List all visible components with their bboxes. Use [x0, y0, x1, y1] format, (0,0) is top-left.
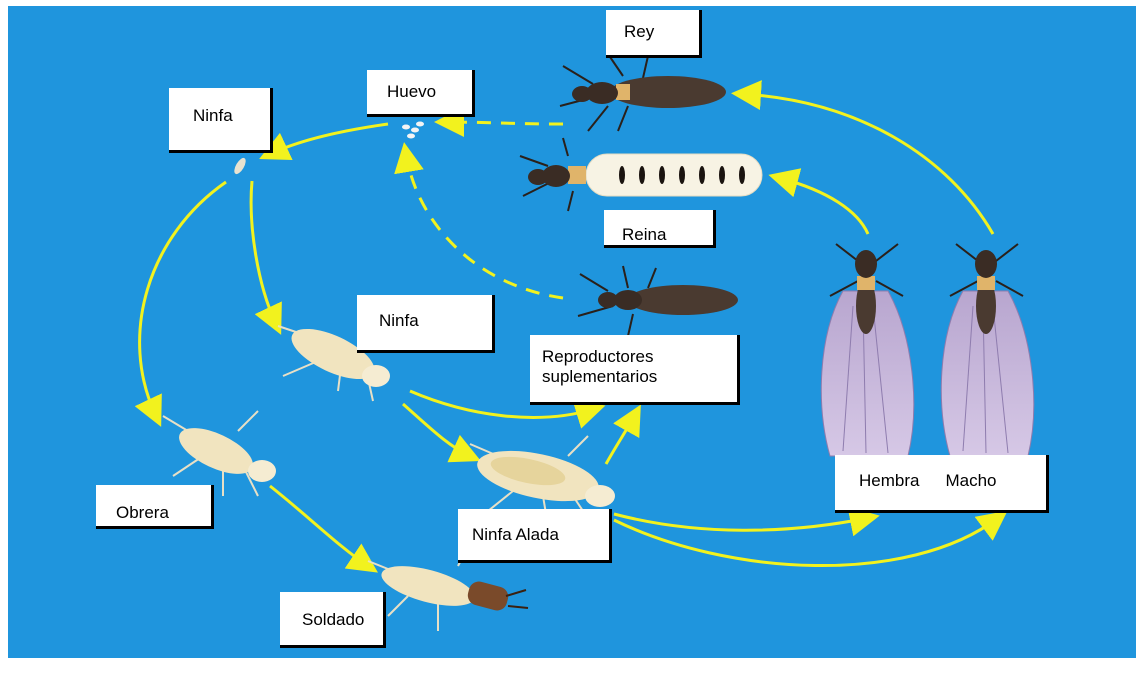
label-hembra-text: Hembra [859, 471, 919, 490]
label-ninfa-top-text: Ninfa [193, 106, 233, 125]
small-nymph-figure [232, 156, 248, 176]
label-obrera: Obrera [96, 485, 214, 529]
queen-termite-figure [520, 138, 762, 211]
winged-male-figure [941, 244, 1033, 456]
arrow-worker-to-soldier [270, 486, 368, 566]
label-ninfa-top: Ninfa [169, 88, 273, 153]
label-soldado: Soldado [280, 592, 386, 648]
supplementary-reproductive-figure [578, 266, 738, 336]
arrow-egg-to-nymph [270, 124, 388, 154]
label-obrera-text: Obrera [116, 503, 169, 522]
label-rey: Rey [606, 10, 702, 58]
arrow-king-to-egg [446, 122, 563, 124]
arrow-nymph-to-worker [140, 182, 226, 416]
label-reproductores: Reproductores suplementarios [530, 335, 740, 405]
arrow-nymph-to-nymph [251, 181, 276, 324]
label-ninfa-alada: Ninfa Alada [458, 509, 612, 563]
arrow-nymph-to-winged [403, 404, 470, 456]
winged-female-figure [821, 244, 913, 456]
worker-figure [163, 411, 276, 496]
label-ninfa-alada-text: Ninfa Alada [472, 525, 559, 544]
arrow-winged-to-reproductives [606, 415, 635, 464]
label-soldado-text: Soldado [302, 610, 364, 629]
arrow-male-to-king [743, 94, 993, 234]
label-ninfa-mid: Ninfa [357, 295, 495, 353]
label-rey-text: Rey [624, 22, 654, 41]
label-reina: Reina [604, 210, 716, 248]
label-ninfa-mid-text: Ninfa [379, 311, 419, 330]
label-huevo-text: Huevo [387, 82, 436, 101]
termite-life-cycle-diagram: Rey Huevo Ninfa Reina Ninfa Reproductore… [8, 6, 1136, 658]
label-huevo: Huevo [367, 70, 475, 117]
label-reproductores-line2: suplementarios [542, 367, 657, 386]
arrow-winged-to-female [614, 514, 868, 530]
arrow-female-to-queen [780, 178, 868, 234]
label-reina-text: Reina [622, 225, 666, 244]
label-macho-text: Macho [945, 471, 996, 490]
eggs [402, 122, 424, 139]
label-reproductores-line1: Reproductores [542, 347, 654, 366]
dashed-arrows [406, 122, 563, 298]
king-termite-figure [560, 54, 726, 131]
label-hembra-macho: Hembra Macho [835, 455, 1049, 513]
